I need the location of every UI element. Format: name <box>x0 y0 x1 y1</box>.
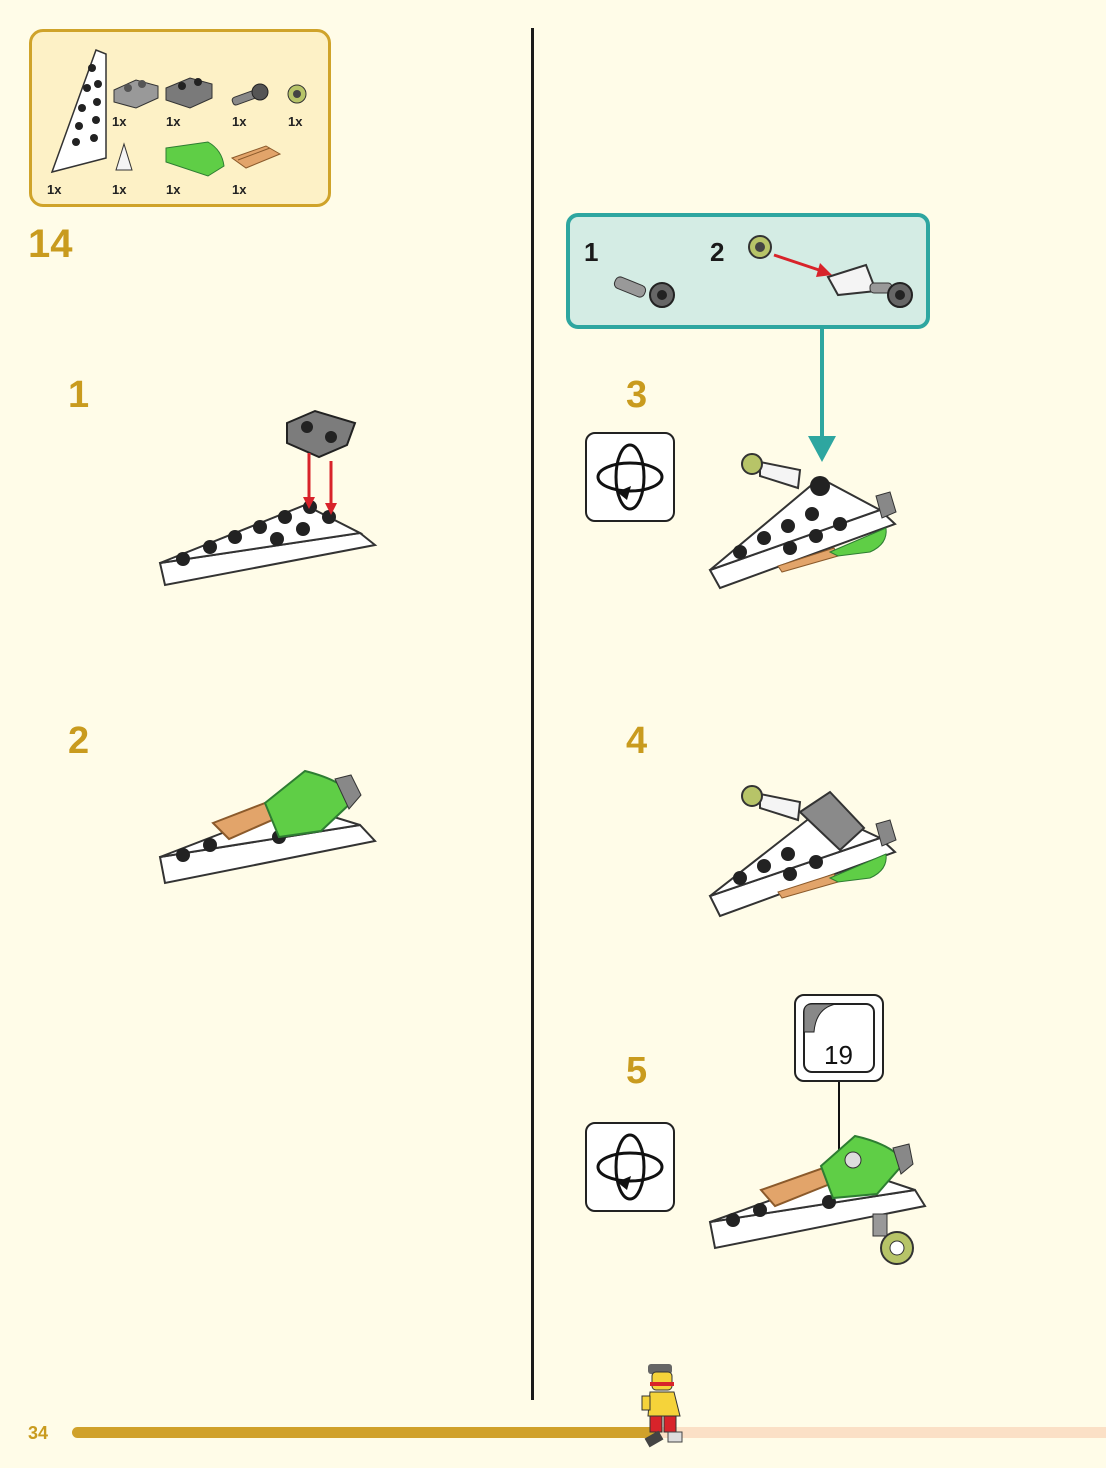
green-slope-part <box>166 142 224 176</box>
qty-label: 1x <box>232 114 246 129</box>
step-number: 4 <box>626 720 647 763</box>
step5-illustration <box>705 1130 927 1275</box>
qty-label: 1x <box>47 182 61 197</box>
grey-plate-part <box>114 80 158 108</box>
minifigure-icon <box>636 1360 696 1448</box>
page-number: 34 <box>28 1423 48 1444</box>
step-number: 2 <box>68 720 89 763</box>
qty-label: 1x <box>166 114 180 129</box>
progress-bar-fill <box>72 1427 660 1438</box>
callout-connector <box>820 329 824 439</box>
parts-list-box: 1x 1x 1x 1x 1x 1x 1x 1x <box>29 29 331 207</box>
qty-label: 1x <box>112 114 126 129</box>
qty-label: 1x <box>166 182 180 197</box>
rotate-model-icon <box>585 432 675 522</box>
rotate-icon-glyph <box>587 434 673 520</box>
sticker-icon: 19 <box>794 994 884 1082</box>
wedge-plate-part <box>52 50 106 172</box>
step-number: 3 <box>626 374 647 417</box>
column-divider <box>531 28 534 1400</box>
sticker-number: 19 <box>824 1040 853 1071</box>
subassembly-callout: 1 2 <box>566 213 930 329</box>
qty-label: 1x <box>232 182 246 197</box>
step-number: 1 <box>68 374 89 417</box>
progress-bar-track <box>650 1427 1106 1438</box>
qty-label: 1x <box>112 182 126 197</box>
cone-part <box>116 144 132 170</box>
qty-label: 1x <box>288 114 302 129</box>
clip-part <box>231 84 268 106</box>
step2-illustration <box>155 765 380 895</box>
dark-bracket-part <box>166 78 212 108</box>
rotate-model-icon <box>585 1122 675 1212</box>
wood-tile-part <box>232 146 280 168</box>
green-round-part <box>288 85 306 103</box>
step3-illustration <box>700 440 910 595</box>
rotate-icon-glyph <box>587 1124 673 1210</box>
step4-illustration <box>700 778 910 928</box>
main-step-number: 14 <box>28 222 73 267</box>
arrow-icon <box>774 255 822 271</box>
subassembly-illustration <box>570 217 926 325</box>
step-number: 5 <box>626 1050 647 1093</box>
step1-illustration <box>155 405 380 595</box>
